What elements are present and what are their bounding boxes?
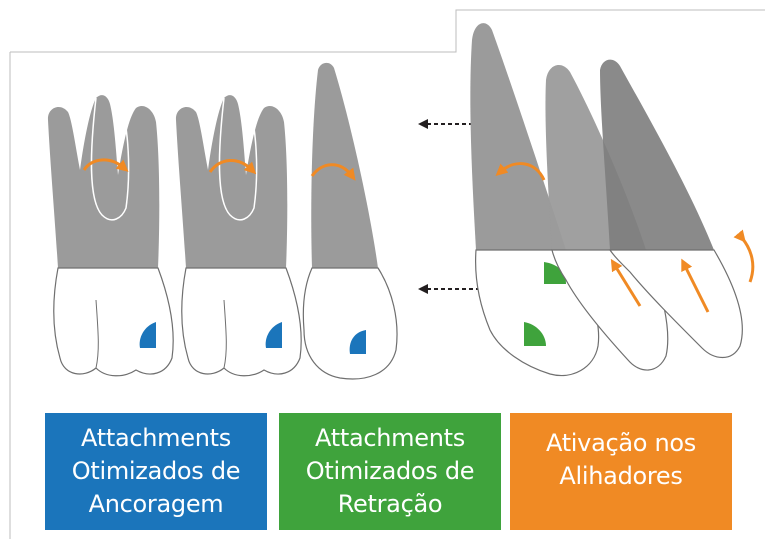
- molar-tooth-1: [48, 95, 173, 376]
- legend-retraction-line-1: Attachments: [315, 422, 465, 455]
- molar-2-root: [176, 95, 287, 268]
- legend-retraction-line-3: Retração: [338, 488, 443, 521]
- legend-anchorage-attachments: Attachments Otimizados de Ancoragem: [45, 413, 267, 530]
- legend-retraction-line-2: Otimizados de: [306, 455, 474, 488]
- legend-retraction-attachments: Attachments Otimizados de Retração: [279, 413, 501, 530]
- legend-anchorage-line-2: Otimizados de: [72, 455, 240, 488]
- premolar-crown: [303, 268, 397, 379]
- legend-activation-line-2: Alihadores: [559, 460, 682, 493]
- legend-aligner-activation: Ativação nos Alihadores: [510, 413, 732, 530]
- legend-anchorage-line-1: Attachments: [81, 422, 231, 455]
- legend-activation-line-1: Ativação nos: [546, 427, 696, 460]
- incisor-2-rotation-arrow: [742, 238, 753, 282]
- incisor-2-root: [600, 60, 714, 250]
- molar-2-crown: [182, 268, 302, 376]
- molar-tooth-2: [176, 95, 301, 376]
- premolar-root: [311, 63, 378, 268]
- molar-1-crown: [54, 268, 174, 376]
- premolar-tooth: [303, 63, 397, 379]
- molar-1-root: [48, 95, 159, 268]
- legend-anchorage-line-3: Ancoragem: [89, 488, 224, 521]
